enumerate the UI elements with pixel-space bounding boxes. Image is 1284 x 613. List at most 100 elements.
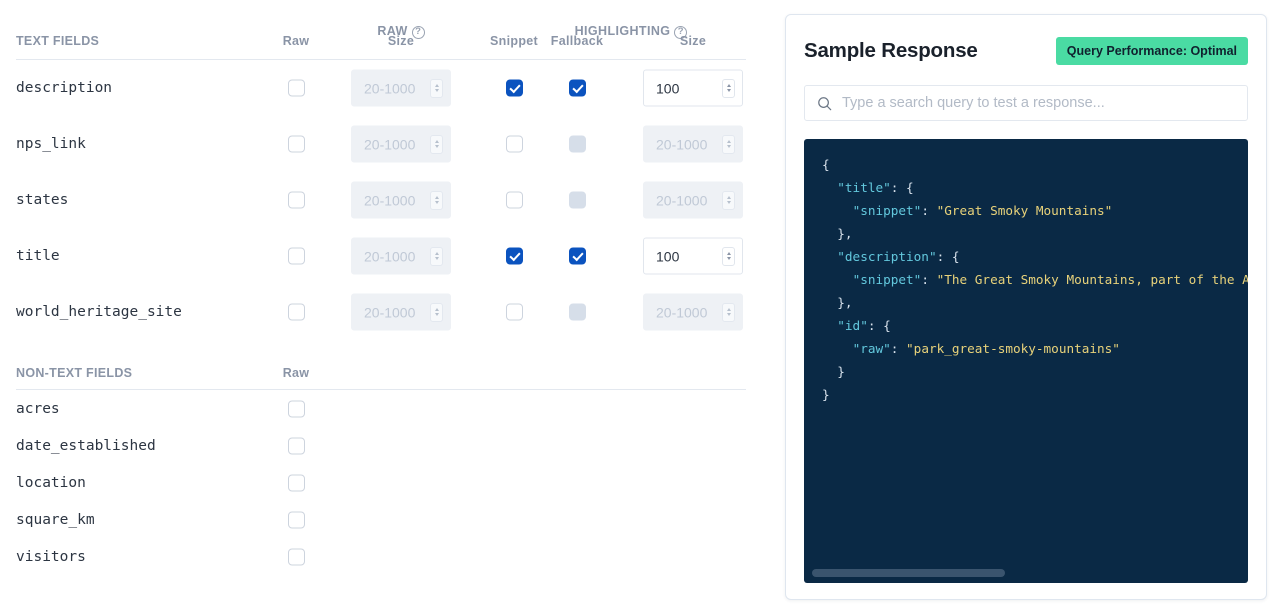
raw-checkbox[interactable] bbox=[287, 247, 305, 265]
help-circle-icon[interactable] bbox=[411, 25, 425, 39]
snippet-checkbox[interactable] bbox=[505, 79, 523, 97]
field-name: states bbox=[16, 192, 69, 208]
chevron-up-icon bbox=[726, 196, 731, 199]
raw-checkbox[interactable] bbox=[287, 511, 305, 528]
snippet-checkbox[interactable] bbox=[505, 191, 523, 209]
highlight-size-input[interactable]: 100 bbox=[643, 69, 743, 107]
chevron-down-icon bbox=[434, 145, 439, 148]
raw-size-input-value: 20-1000 bbox=[364, 304, 416, 320]
json-line: }, bbox=[837, 226, 853, 241]
json-line: "raw": "park_great-smoky-mountains" bbox=[852, 341, 1120, 356]
help-circle-icon[interactable] bbox=[674, 25, 688, 39]
column-header-raw-size: Size bbox=[387, 34, 415, 48]
nontext-fields-column-headers: NON-TEXT FIELDS Raw bbox=[16, 362, 746, 390]
cell-raw bbox=[266, 511, 326, 528]
column-header-nontext-raw: Raw bbox=[282, 366, 310, 380]
raw-checkbox[interactable] bbox=[287, 303, 305, 321]
raw-checkbox[interactable] bbox=[287, 400, 305, 417]
horizontal-scrollbar-thumb[interactable] bbox=[812, 569, 1005, 577]
cell-highlight-size: 20-1000 bbox=[643, 293, 743, 331]
raw-size-input-stepper bbox=[430, 190, 443, 210]
page-title: Sample Response bbox=[804, 39, 978, 62]
raw-checkbox[interactable] bbox=[287, 191, 305, 209]
cell-highlight-size: 20-1000 bbox=[643, 125, 743, 163]
table-row: visitors bbox=[16, 538, 762, 575]
field-name: acres bbox=[16, 400, 60, 417]
highlight-size-input-stepper[interactable] bbox=[722, 246, 735, 266]
cell-snippet bbox=[476, 247, 552, 265]
table-row: square_km bbox=[16, 501, 762, 538]
chevron-up-icon bbox=[434, 140, 439, 143]
cell-raw bbox=[266, 79, 326, 97]
cell-raw bbox=[266, 135, 326, 153]
cell-snippet bbox=[476, 191, 552, 209]
field-name: title bbox=[16, 248, 60, 264]
cell-raw-size: 20-1000 bbox=[351, 181, 451, 219]
chevron-up-icon bbox=[726, 252, 731, 255]
raw-size-input-stepper bbox=[430, 78, 443, 98]
snippet-checkbox[interactable] bbox=[505, 135, 523, 153]
raw-checkbox[interactable] bbox=[287, 437, 305, 454]
table-row: acres bbox=[16, 390, 762, 427]
sample-response-header: Sample Response Query Performance: Optim… bbox=[804, 35, 1248, 67]
raw-checkbox[interactable] bbox=[287, 548, 305, 565]
chevron-up-icon bbox=[726, 140, 731, 143]
highlight-size-input-value: 20-1000 bbox=[656, 192, 708, 208]
highlight-size-input: 20-1000 bbox=[643, 181, 743, 219]
field-name: visitors bbox=[16, 548, 86, 565]
highlight-size-input[interactable]: 100 bbox=[643, 237, 743, 275]
json-line: { bbox=[822, 157, 830, 172]
fallback-checkbox bbox=[568, 135, 586, 153]
highlight-size-input-stepper bbox=[722, 302, 735, 322]
search-box[interactable] bbox=[804, 85, 1248, 121]
raw-size-input: 20-1000 bbox=[351, 293, 451, 331]
cell-fallback bbox=[540, 247, 614, 265]
sample-response-panel: Sample Response Query Performance: Optim… bbox=[785, 14, 1267, 600]
json-line: "snippet": "The Great Smoky Mountains, p… bbox=[852, 272, 1248, 287]
raw-size-input-stepper bbox=[430, 246, 443, 266]
chevron-up-icon bbox=[434, 84, 439, 87]
json-response-viewer: { "title": { "snippet": "Great Smoky Mou… bbox=[804, 139, 1248, 583]
raw-size-input-value: 20-1000 bbox=[364, 192, 416, 208]
chevron-up-icon bbox=[726, 308, 731, 311]
column-header-nontext-fields: NON-TEXT FIELDS bbox=[16, 366, 133, 380]
raw-size-input-stepper bbox=[430, 134, 443, 154]
chevron-up-icon bbox=[434, 308, 439, 311]
fallback-checkbox bbox=[568, 191, 586, 209]
cell-highlight-size: 20-1000 bbox=[643, 181, 743, 219]
cell-raw bbox=[266, 437, 326, 454]
cell-raw bbox=[266, 474, 326, 491]
chevron-up-icon bbox=[434, 252, 439, 255]
raw-checkbox[interactable] bbox=[287, 474, 305, 491]
snippet-checkbox[interactable] bbox=[505, 247, 523, 265]
raw-checkbox[interactable] bbox=[287, 79, 305, 97]
raw-checkbox[interactable] bbox=[287, 135, 305, 153]
highlight-size-input-stepper[interactable] bbox=[722, 78, 735, 98]
status-badge: Query Performance: Optimal bbox=[1055, 37, 1248, 65]
group-header-highlighting: HIGHLIGHTING bbox=[516, 24, 746, 39]
json-line: } bbox=[837, 364, 845, 379]
search-icon bbox=[818, 96, 832, 110]
cell-raw bbox=[266, 191, 326, 209]
search-input[interactable] bbox=[842, 95, 1235, 111]
chevron-down-icon bbox=[434, 201, 439, 204]
horizontal-scrollbar[interactable] bbox=[812, 569, 1240, 577]
raw-size-input-stepper bbox=[430, 302, 443, 322]
snippet-checkbox[interactable] bbox=[505, 303, 523, 321]
field-name: world_heritage_site bbox=[16, 304, 182, 320]
chevron-down-icon bbox=[726, 145, 731, 148]
cell-raw-size: 20-1000 bbox=[351, 293, 451, 331]
json-line: "title": { bbox=[837, 180, 914, 195]
cell-raw bbox=[266, 548, 326, 565]
cell-fallback bbox=[540, 79, 614, 97]
chevron-down-icon bbox=[726, 201, 731, 204]
json-line: "description": { bbox=[837, 249, 960, 264]
cell-snippet bbox=[476, 79, 552, 97]
fallback-checkbox[interactable] bbox=[568, 79, 586, 97]
fallback-checkbox[interactable] bbox=[568, 247, 586, 265]
json-line: "snippet": "Great Smoky Mountains" bbox=[852, 203, 1113, 218]
table-row: world_heritage_site 20-1000 20-1000 bbox=[16, 284, 762, 340]
